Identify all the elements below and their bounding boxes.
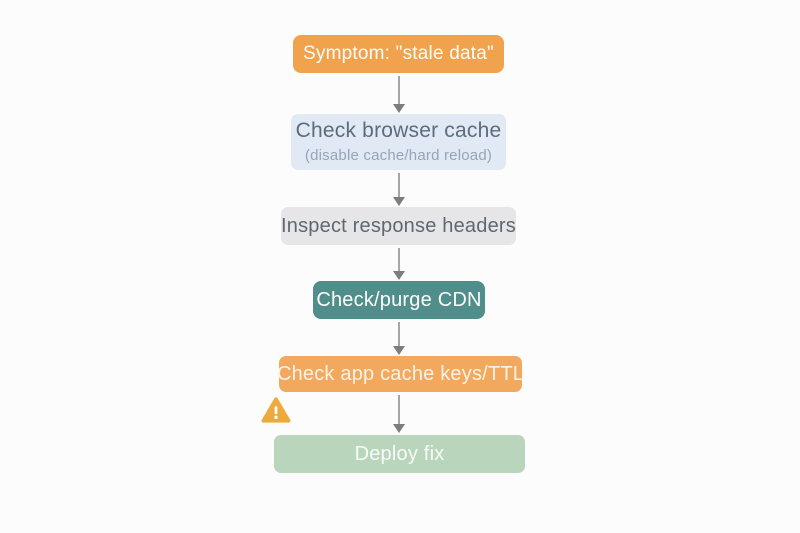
node-check-browser-cache-sublabel: (disable cache/hard reload) [304, 146, 493, 164]
arrowhead-down-icon [393, 104, 405, 113]
arrowhead-down-icon [393, 424, 405, 433]
connector-arrow [393, 76, 405, 113]
node-deploy-fix: Deploy fix [274, 435, 525, 473]
node-symptom-label: Symptom: "stale data" [303, 43, 494, 65]
connector-arrow [393, 248, 405, 280]
arrowhead-down-icon [393, 346, 405, 355]
node-check-browser-cache: Check browser cache (disable cache/hard … [291, 114, 506, 170]
connector-arrow [393, 173, 405, 206]
warning-triangle-icon [261, 396, 291, 424]
connector-line [398, 76, 400, 105]
node-check-browser-cache-label: Check browser cache [295, 119, 502, 143]
node-inspect-response-headers-label: Inspect response headers [281, 214, 516, 237]
connector-arrow [393, 395, 405, 433]
node-symptom: Symptom: "stale data" [293, 35, 504, 73]
node-deploy-fix-label: Deploy fix [354, 442, 445, 465]
arrowhead-down-icon [393, 197, 405, 206]
node-check-app-cache-keys-label: Check app cache keys/TTL [276, 362, 525, 385]
connector-line [398, 248, 400, 272]
node-check-purge-cdn-label: Check/purge CDN [316, 288, 482, 311]
connector-line [398, 322, 400, 347]
connector-line [398, 395, 400, 425]
connector-arrow [393, 322, 405, 355]
node-inspect-response-headers: Inspect response headers [281, 207, 516, 245]
node-check-purge-cdn: Check/purge CDN [313, 281, 485, 319]
node-check-app-cache-keys: Check app cache keys/TTL [276, 356, 525, 392]
connector-line [398, 173, 400, 198]
arrowhead-down-icon [393, 271, 405, 280]
